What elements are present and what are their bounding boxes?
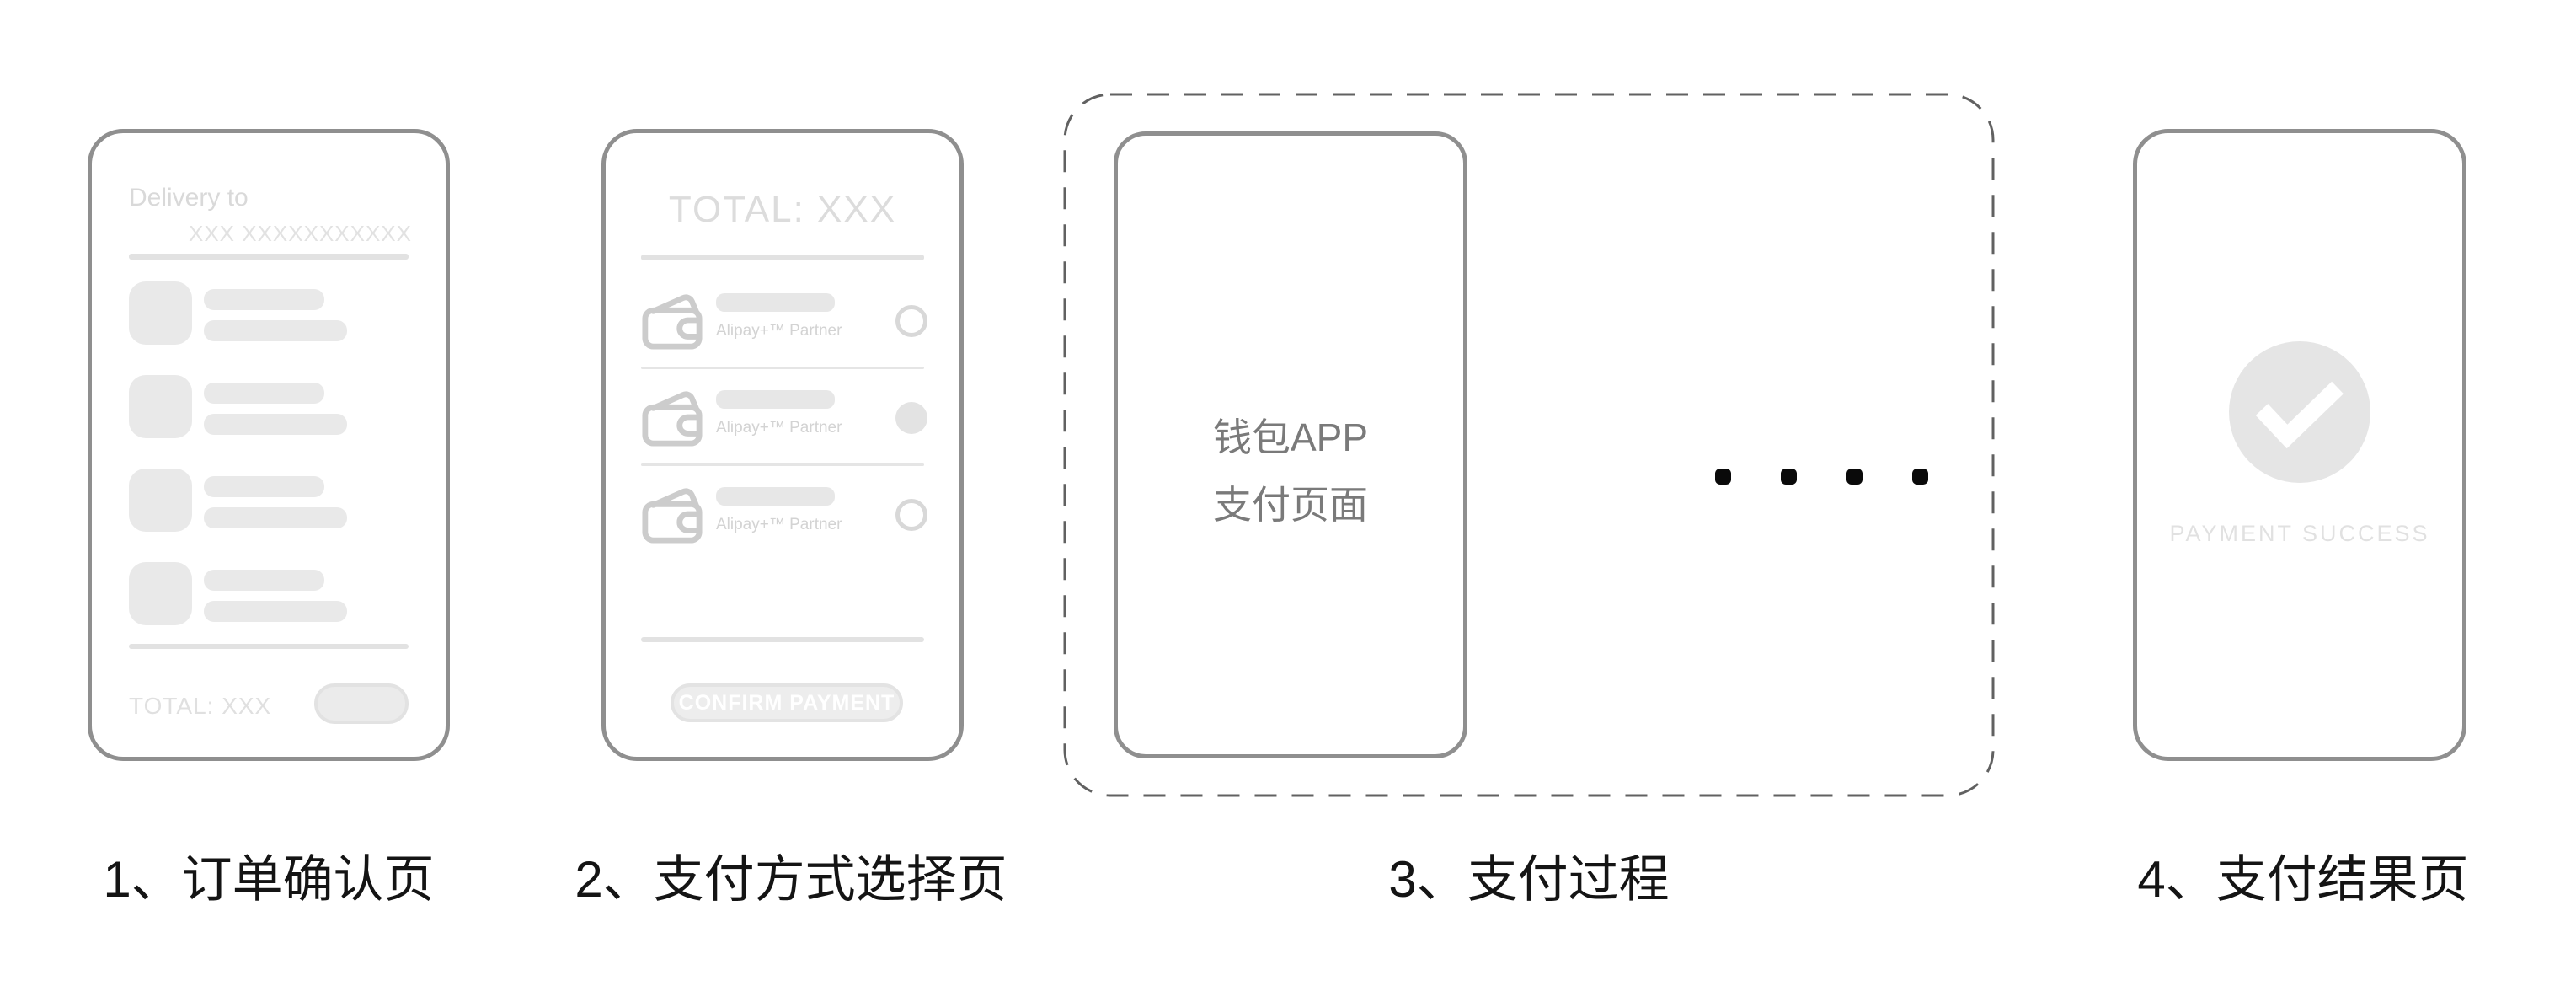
order-item-row [129,562,409,625]
item-subtitle-placeholder [204,507,347,528]
step-caption-order-confirmation: 1、订单确认页 [103,851,435,908]
item-subtitle-placeholder [204,320,347,341]
progress-dot [1912,469,1928,485]
payment-method-row[interactable]: Alipay+™ Partner [641,383,927,451]
step-caption-payment-process: 3、支付过程 [1388,851,1670,908]
wallet-app-phone: 钱包APP 支付页面 [1114,131,1467,758]
order-item-row [129,375,409,438]
delivery-to-label: Delivery to [129,184,249,212]
partner-label: Alipay+™ Partner [716,516,842,533]
divider [641,637,924,642]
payment-process-dashed-box [1063,93,1995,797]
payment-method-phone: TOTAL: XXX Alipay+™ Partner Alipay+™ Par… [601,129,964,761]
divider [641,255,924,260]
progress-dot [1781,469,1797,485]
radio-button-unselected[interactable] [895,305,927,337]
row-separator [641,367,924,369]
payment-result-phone: PAYMENT SUCCESS [2133,129,2466,761]
wallet-name-placeholder [716,293,835,312]
radio-button-selected[interactable] [895,402,927,434]
order-item-row [129,469,409,532]
item-thumbnail-placeholder [129,375,192,438]
item-thumbnail-placeholder [129,562,192,625]
item-title-placeholder [204,383,324,404]
item-subtitle-placeholder [204,414,347,435]
address-placeholder: XXX XXXXXXXXXXX [188,221,412,246]
order-total-label: TOTAL: XXX [129,693,272,719]
wallet-icon [642,391,703,447]
partner-label: Alipay+™ Partner [716,419,842,437]
wallet-name-placeholder [716,390,835,409]
order-confirmation-phone: Delivery to XXX XXXXXXXXXXX TOTAL: XXX [88,129,450,761]
step-caption-payment-result: 4、支付结果页 [2137,851,2469,908]
item-title-placeholder [204,289,324,310]
payment-total-label: TOTAL: XXX [668,189,897,230]
divider [129,254,409,260]
item-subtitle-placeholder [204,601,347,622]
progress-dot [1846,469,1863,485]
divider [129,644,409,649]
payment-method-row[interactable]: Alipay+™ Partner [641,287,927,354]
row-separator [641,463,924,466]
success-check-circle [2229,341,2370,483]
radio-button-unselected[interactable] [895,499,927,531]
step-caption-payment-method: 2、支付方式选择页 [575,851,1007,908]
item-title-placeholder [204,476,324,497]
payment-success-label: PAYMENT SUCCESS [2169,521,2430,546]
wallet-app-caption-line2: 支付页面 [1213,483,1368,527]
payment-method-row[interactable]: Alipay+™ Partner [641,480,927,548]
progress-dot [1715,469,1731,485]
wallet-name-placeholder [716,487,835,506]
order-item-row [129,281,409,345]
wallet-icon [642,488,703,544]
wallet-app-caption: 钱包APP 支付页面 [1118,404,1463,539]
item-title-placeholder [204,570,324,591]
partner-label: Alipay+™ Partner [716,322,842,340]
item-thumbnail-placeholder [129,281,192,345]
check-icon [2255,381,2344,449]
confirm-payment-button[interactable]: CONFIRM PAYMENT [671,683,903,722]
wallet-icon [642,294,703,350]
wallet-app-caption-line1: 钱包APP [1212,415,1369,459]
checkout-button-placeholder[interactable] [314,683,409,724]
item-thumbnail-placeholder [129,469,192,532]
